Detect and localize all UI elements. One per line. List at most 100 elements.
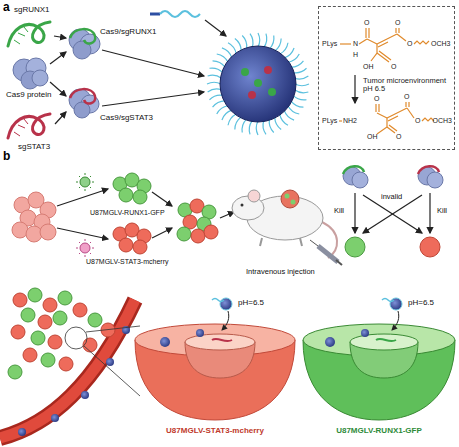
atom-label: OCH3	[431, 40, 450, 48]
tumor-mass	[11, 325, 25, 339]
plys-peg-polymer	[150, 13, 160, 16]
peg-brush	[288, 54, 299, 62]
ph-release	[220, 298, 232, 310]
nanoparticles-in-vessel	[18, 326, 130, 436]
tumor-mass	[31, 331, 45, 345]
chemical-structure	[377, 39, 388, 47]
mixed-cells	[204, 225, 218, 239]
complex-runx1	[343, 166, 364, 174]
peg-brush	[209, 68, 222, 73]
effect-label: Kill	[437, 207, 447, 215]
tumor-mass	[48, 335, 62, 349]
peg-brush	[275, 117, 281, 129]
nanoparticle	[207, 33, 309, 135]
blood-vessel	[0, 300, 135, 438]
nanoparticles-in-vessel	[18, 428, 26, 436]
peg-brush	[275, 39, 281, 51]
peg-brush	[209, 95, 222, 100]
u87mg-cells	[12, 192, 56, 242]
plys-peg-polymer	[150, 11, 200, 17]
route-label: Intravenous injection	[246, 268, 315, 276]
peg-brush	[249, 121, 252, 135]
tumor-mass	[8, 365, 22, 379]
chemical-structure	[387, 113, 398, 121]
peg-brush	[217, 106, 228, 114]
atom-label: O	[395, 19, 400, 27]
mixed-cells	[177, 199, 218, 243]
arrow	[50, 52, 66, 64]
mcherry-cells	[133, 240, 147, 254]
chemical-structure	[422, 118, 434, 121]
ph-release	[222, 311, 229, 330]
chemical-structure	[354, 75, 355, 103]
chemical-structure	[371, 44, 377, 61]
mouse	[260, 238, 302, 246]
sgstat3-rna	[8, 114, 50, 138]
zoom-lines	[65, 326, 140, 396]
chemical-structure	[339, 120, 342, 121]
peg-brush	[295, 76, 309, 79]
cell-line-label: U87MGLV-STAT3-mcherry	[86, 258, 168, 266]
peg-brush	[291, 101, 303, 107]
tumor-mass	[38, 315, 52, 329]
mcherry-cell-cutaway	[135, 340, 295, 420]
peg-brush	[207, 82, 221, 84]
gfp-cell-cutaway	[325, 337, 335, 347]
peg-brush	[256, 121, 258, 135]
syringe	[310, 240, 318, 246]
complex-stat3	[418, 166, 439, 174]
chemical-structure	[367, 39, 377, 44]
ph-release	[392, 311, 399, 330]
tumor-mass	[59, 357, 73, 371]
gfp-cells	[113, 173, 151, 204]
mcherry-cells	[113, 223, 151, 254]
cas9-protein	[32, 70, 48, 86]
nanoparticle	[220, 46, 296, 122]
lentivirus	[80, 243, 90, 253]
gfp-cell-cutaway	[303, 340, 455, 420]
lentivirus	[76, 173, 94, 191]
mouse	[248, 190, 260, 202]
complex-label: Cas9/sgSTAT3	[100, 114, 153, 123]
ph-release	[212, 299, 224, 302]
target-cells	[345, 237, 440, 257]
atom-label: NH2	[343, 117, 357, 125]
complex-stat3	[69, 89, 99, 118]
atom-label: PLys	[322, 40, 337, 48]
peg-brush	[217, 54, 228, 62]
mcherry-cell-cutaway	[135, 324, 295, 420]
nanoparticle	[254, 79, 262, 87]
mouse	[285, 194, 290, 199]
atom-label: O	[364, 19, 369, 27]
chemical-structure	[359, 39, 367, 44]
tumor-mass	[83, 338, 97, 352]
mouse	[281, 190, 299, 208]
peg-brush	[284, 110, 294, 120]
arrow	[102, 92, 204, 106]
cas9-protein	[13, 58, 48, 89]
chemical-structure	[414, 41, 429, 44]
atom-label: O	[407, 40, 412, 48]
ph-label: pH=6.5	[408, 299, 434, 308]
sgrunx1-rna	[14, 27, 28, 44]
atom-label: O	[404, 93, 409, 101]
plys-peg-polymer	[160, 11, 200, 17]
blood-vessel	[0, 300, 135, 438]
gfp-cells	[133, 190, 147, 204]
tumor-mass	[8, 288, 115, 379]
arrow	[205, 20, 226, 36]
peg-brush	[269, 119, 274, 132]
atom-label: O	[396, 133, 401, 141]
nanoparticle	[248, 91, 256, 99]
mcherry-cell-cutaway	[196, 329, 204, 337]
nanoparticle	[268, 88, 276, 96]
chemical-structure	[377, 51, 391, 62]
chemical-structure	[407, 108, 414, 118]
chemical-structure	[376, 104, 379, 112]
peg-brush	[269, 35, 274, 48]
peg-brush	[242, 35, 247, 48]
nanoparticles-in-vessel	[51, 414, 59, 422]
rna-label: sgRUNX1	[14, 6, 50, 15]
peg-brush	[228, 114, 236, 125]
